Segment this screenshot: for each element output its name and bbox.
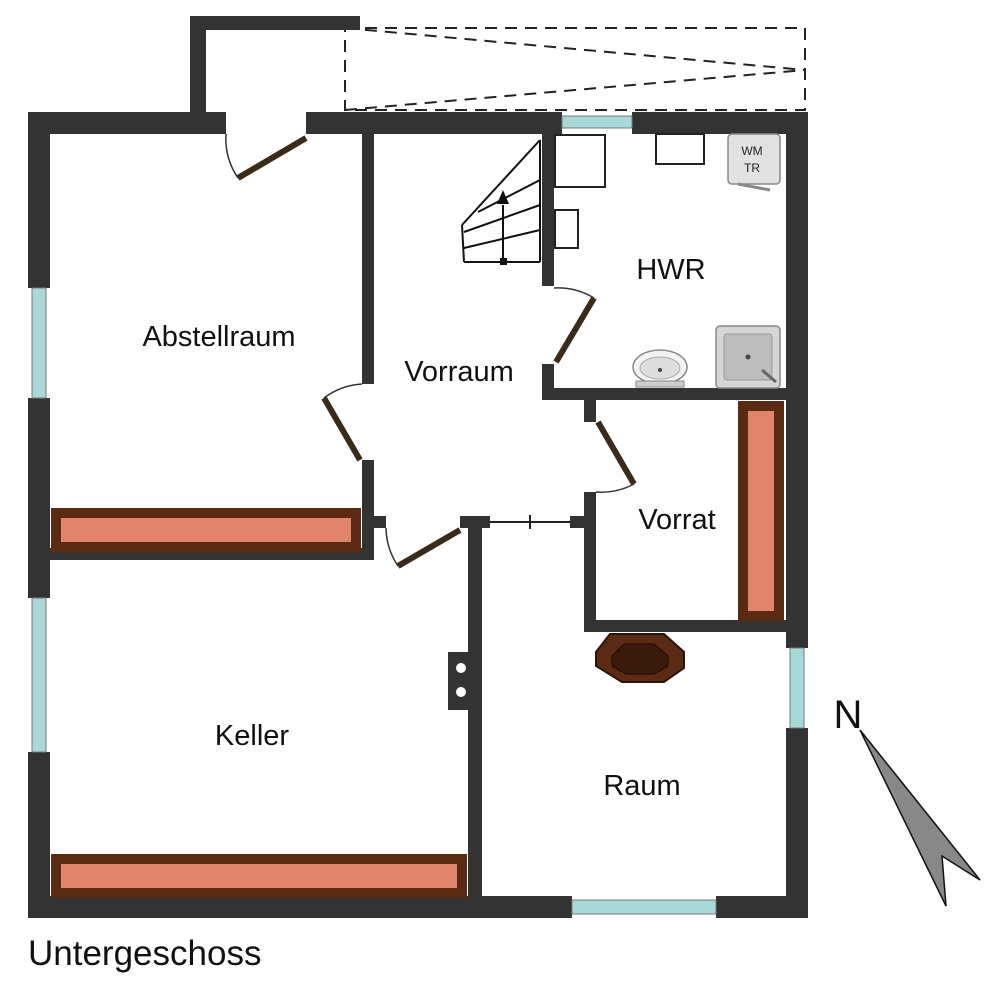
hwr-fixtures (554, 133, 705, 249)
north-arrow-icon (859, 729, 981, 907)
room-label-keller: Keller (215, 720, 289, 752)
room-label-abstellraum: Abstellraum (142, 321, 295, 353)
room-label-hwr: HWR (636, 254, 705, 286)
utility-sink-icon (715, 325, 781, 389)
walls (28, 16, 808, 918)
appliance-label-tr: TR (744, 161, 760, 175)
sliding-door (490, 515, 570, 529)
shelves (51, 401, 784, 898)
staircase (461, 139, 541, 265)
dashed-outdoor-area (344, 27, 806, 111)
appliance-label-wm: WM (741, 144, 762, 158)
room-label-vorraum: Vorraum (404, 356, 514, 388)
washer-dryer-icon (727, 133, 781, 192)
washbasin-icon (632, 349, 688, 388)
north-label: N (834, 693, 863, 737)
chimney-flues (456, 663, 466, 697)
doors (225, 133, 637, 569)
room-label-vorrat: Vorrat (638, 504, 715, 536)
floor-title: Untergeschoss (28, 934, 262, 973)
room-label-raum: Raum (603, 770, 680, 802)
windows (31, 115, 805, 915)
stove-icon (595, 633, 685, 683)
